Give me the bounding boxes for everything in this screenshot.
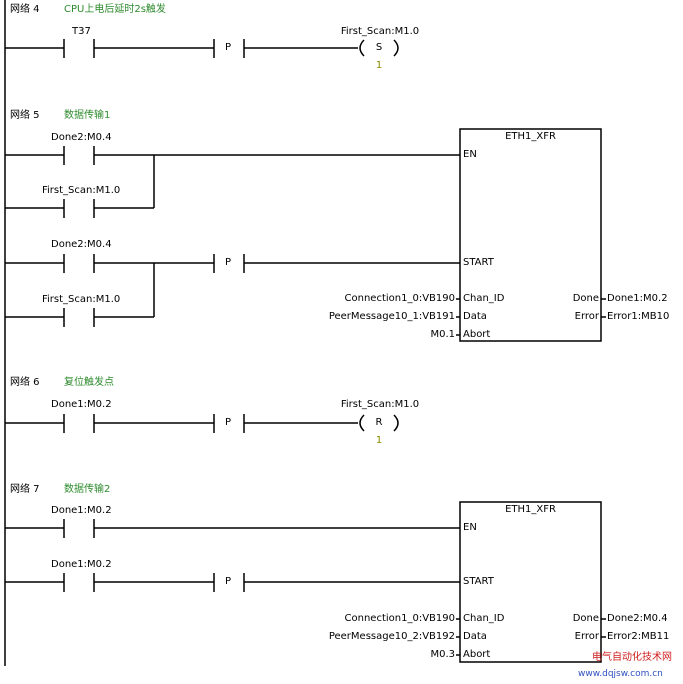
contact-t37[interactable]: T37 [72, 26, 91, 37]
eth1-xfr-box-2 [459, 501, 602, 663]
coil-operand[interactable]: First_Scan:M1.0 [340, 26, 420, 37]
coil-count: 1 [375, 60, 383, 71]
network-4-comment: CPU上电后延时2s触发 [64, 4, 166, 15]
p-contact[interactable]: P [225, 576, 232, 587]
contact-done2-en[interactable]: Done2:M0.4 [51, 132, 112, 143]
operand-error[interactable]: Error1:MB10 [607, 311, 670, 322]
coil-operand[interactable]: First_Scan:M1.0 [340, 399, 420, 410]
operand-data[interactable]: PeerMessage10_2:VB192 [328, 631, 455, 642]
coil-count: 1 [375, 435, 383, 446]
p-contact[interactable]: P [225, 42, 232, 53]
p-contact[interactable]: P [225, 417, 232, 428]
pin-en: EN [463, 149, 477, 160]
network-6-comment: 复位触发点 [64, 377, 114, 388]
pin-done: Done [572, 293, 599, 304]
pin-en: EN [463, 522, 477, 533]
set-coil[interactable]: S [375, 42, 383, 53]
contact-done1[interactable]: Done1:M0.2 [51, 399, 112, 410]
pin-abort: Abort [463, 649, 491, 660]
operand-chan-id[interactable]: Connection1_0:VB190 [344, 613, 455, 624]
operand-chan-id[interactable]: Connection1_0:VB190 [344, 293, 455, 304]
contact-first-scan-en[interactable]: First_Scan:M1.0 [42, 185, 121, 196]
network-6-label: 网络 6 [10, 377, 40, 388]
eth1-xfr-box-1 [459, 128, 602, 342]
pin-error: Error [574, 311, 599, 322]
pin-start: START [463, 576, 494, 587]
contact-first-scan-start[interactable]: First_Scan:M1.0 [42, 294, 121, 305]
pin-chan-id: Chan_ID [463, 293, 505, 304]
network-5-comment: 数据传输1 [64, 110, 111, 121]
pin-done: Done [572, 613, 599, 624]
pin-start: START [463, 257, 494, 268]
network-7-label: 网络 7 [10, 484, 40, 495]
p-contact[interactable]: P [225, 257, 232, 268]
contact-done2-start[interactable]: Done2:M0.4 [51, 239, 112, 250]
operand-done[interactable]: Done1:M0.2 [607, 293, 668, 304]
box-title: ETH1_XFR [505, 131, 556, 142]
watermark-title: 电气自动化技术网 [592, 652, 672, 663]
pin-error: Error [574, 631, 599, 642]
network-4-label: 网络 4 [10, 4, 40, 15]
operand-abort[interactable]: M0.1 [430, 329, 455, 340]
contact-done1-start[interactable]: Done1:M0.2 [51, 559, 112, 570]
watermark-url: www.dqjsw.com.cn [578, 669, 663, 679]
pin-abort: Abort [463, 329, 491, 340]
pin-data: Data [463, 631, 487, 642]
operand-done[interactable]: Done2:M0.4 [607, 613, 668, 624]
network-7-comment: 数据传输2 [64, 484, 111, 495]
operand-data[interactable]: PeerMessage10_1:VB191 [328, 311, 455, 322]
operand-abort[interactable]: M0.3 [430, 649, 455, 660]
operand-error[interactable]: Error2:MB11 [607, 631, 670, 642]
contact-done1-en[interactable]: Done1:M0.2 [51, 505, 112, 516]
pin-chan-id: Chan_ID [463, 613, 505, 624]
pin-data: Data [463, 311, 487, 322]
network-5-label: 网络 5 [10, 110, 40, 121]
box-title: ETH1_XFR [505, 504, 556, 515]
reset-coil[interactable]: R [375, 417, 383, 428]
